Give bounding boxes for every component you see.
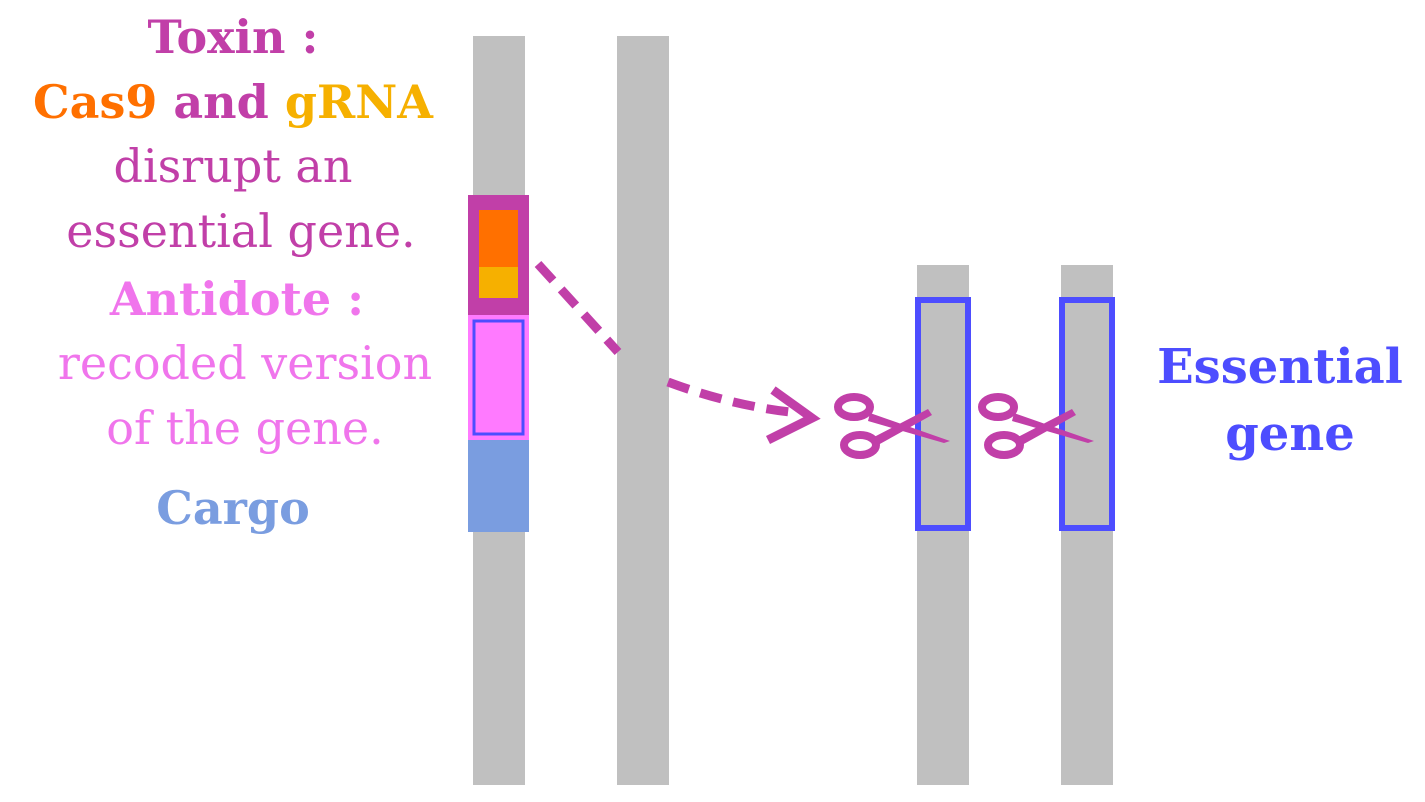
toxin-label: Toxin : [147, 10, 319, 64]
antidote-label: Antidote : [109, 272, 365, 326]
antidote-block [468, 315, 529, 440]
dashed-arrow-continued [666, 377, 791, 417]
essential-gene-outline-2 [1059, 297, 1115, 531]
essential-gene-outline-1 [915, 297, 971, 531]
toxin-description-line2: essential gene. [66, 204, 416, 258]
cas9-block [479, 210, 518, 267]
grna-label: gRNA [284, 75, 433, 129]
dashed-arrow [534, 260, 622, 356]
cargo-label: Cargo [156, 481, 310, 535]
essential-gene-label-line1: Essential [1157, 339, 1403, 395]
cas9-label: Cas9 [33, 75, 158, 129]
antidote-description-line2: of the gene. [106, 401, 384, 455]
toxin-components-line: Cas9 and gRNA [0, 79, 466, 125]
antidote-description-line1: recoded version [57, 336, 433, 390]
essential-gene-label-line2: gene [1225, 406, 1355, 462]
and-word: and [173, 75, 269, 129]
chromosome-left-2 [617, 36, 669, 785]
cargo-block [468, 440, 529, 532]
arrow-head [765, 386, 821, 445]
toxin-description-line1: disrupt an [113, 139, 353, 193]
grna-block [479, 267, 518, 298]
antidote-recoded-gene-outline [472, 319, 525, 436]
